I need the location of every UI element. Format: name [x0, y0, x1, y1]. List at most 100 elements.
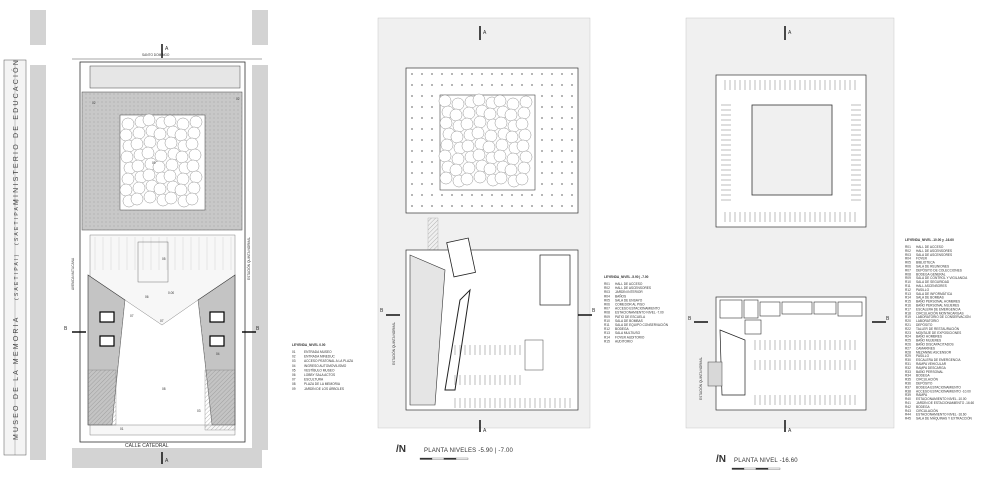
column [551, 205, 553, 207]
tree-symbol [440, 138, 454, 152]
column [431, 128, 433, 130]
column [421, 84, 423, 86]
column [571, 205, 573, 207]
tree-symbol [153, 182, 167, 196]
legend-code: R02 [604, 286, 610, 290]
tree-symbol [461, 139, 475, 153]
column [561, 139, 563, 141]
column [571, 139, 573, 141]
legend-entry: RAMPA [916, 393, 928, 397]
column [411, 183, 413, 185]
column [441, 73, 443, 75]
tree-symbol [506, 97, 520, 111]
legend-entry: SALA DE INFORMÁTICA [916, 292, 953, 296]
legend-code: R41 [905, 401, 911, 405]
tag-2: (SAETIPAI) [14, 198, 20, 245]
column [571, 128, 573, 130]
legend-entry: ESTACIONAMIENTO NIVEL -16.60 [916, 413, 967, 417]
legend-entry: LOBBY SALA ACTOS [304, 373, 335, 377]
wedge-left [409, 254, 446, 406]
legend-title: LEYENDA_NIVEL -5.90 | -7.00 [604, 275, 649, 279]
tree-symbol [450, 130, 464, 144]
legend-code: R40 [905, 397, 911, 401]
legend-entry: HALL DE ACCESO [916, 245, 944, 249]
column [551, 150, 553, 152]
tree-symbol [518, 128, 532, 142]
legend-entry: DEPÓSITO [916, 381, 933, 386]
column [551, 139, 553, 141]
legend-code: R34 [905, 374, 911, 378]
column [571, 172, 573, 174]
column [501, 84, 503, 86]
legend-entry: SALA DE REUNIONES [916, 265, 949, 269]
legend-code: 01 [292, 350, 296, 354]
column [431, 106, 433, 108]
legend-entry: RAMPA VEHICULAR [916, 362, 947, 366]
column [511, 194, 513, 196]
column [421, 183, 423, 185]
tree-symbol [153, 127, 167, 141]
tree-symbol [130, 137, 144, 151]
room [781, 301, 813, 315]
street-label-station: ESTACIÓN QUINTA NORMAL [391, 322, 396, 365]
column [431, 150, 433, 152]
column [531, 194, 533, 196]
legend-entry: ESCALERA DE EMERGENCIA [916, 307, 961, 311]
section-mark-a: A [165, 458, 169, 464]
legend-code: R01 [604, 282, 610, 286]
tree-symbol [482, 140, 496, 154]
legend-code: 06 [292, 373, 296, 377]
legend-code: R07 [604, 307, 610, 311]
legend-code: R21 [905, 323, 911, 327]
street-block [252, 10, 268, 45]
stair-core [99, 311, 115, 323]
legend-code: R15 [905, 300, 911, 304]
room [837, 301, 863, 317]
tree-symbol [449, 163, 463, 177]
legend-code: R20 [905, 319, 911, 323]
legend-entry: ACCESO ESTACIONAMIENTO -10.00 [916, 389, 971, 393]
column [431, 183, 433, 185]
legend-entry: JARDÍN INTERIOR [615, 290, 643, 294]
plan-level-minus-16: A A B B ESTACIÓN QUINTA NORMAL /N PLANTA… [685, 17, 974, 470]
column [441, 84, 443, 86]
legend-entry: HALL DE ASCENSORES [615, 286, 651, 290]
tree-symbol [494, 171, 508, 185]
legend-code: R13 [604, 331, 610, 335]
column [551, 183, 553, 185]
column [551, 128, 553, 130]
column-grid [411, 73, 573, 207]
street-block [30, 65, 46, 460]
tree-symbol [186, 159, 200, 173]
legend-code: R04 [604, 294, 610, 298]
section-mark-b: B [886, 316, 890, 322]
legend-code: R06 [905, 265, 911, 269]
legend-entry: CIRCULACIÓN [916, 408, 939, 413]
column [451, 194, 453, 196]
column [431, 139, 433, 141]
parking-area [721, 80, 861, 222]
tree-symbol [483, 162, 497, 176]
legend-entry: ENTRADA MUSEO [304, 350, 332, 354]
column [431, 172, 433, 174]
street-label-station: ESTACIÓN QUINTA NORMAL [698, 357, 703, 400]
legend-entry: SALA DE EQUIPO CONSERVACIÓN [615, 322, 669, 327]
room-number: 01 [120, 427, 124, 431]
legend-entry: LABORATORIO [916, 319, 939, 323]
column [541, 183, 543, 185]
legend-code: R36 [905, 382, 911, 386]
legend-code: R39 [905, 393, 911, 397]
column [531, 205, 533, 207]
column [481, 73, 483, 75]
legend-entry: INGRESO AUTOMOVILISMO [304, 364, 347, 368]
legend-code: R43 [905, 409, 911, 413]
column [421, 95, 423, 97]
tree-symbol [493, 94, 507, 108]
legend-title: LEYENDA_NIVEL -10.00 y -16.60 [905, 238, 954, 242]
column [431, 73, 433, 75]
legend-entry: BAÑO PERSONAL HOMBRES [916, 299, 960, 304]
legend-code: R26 [905, 343, 911, 347]
legend-code: R31 [905, 362, 911, 366]
tree-symbol [460, 117, 474, 131]
